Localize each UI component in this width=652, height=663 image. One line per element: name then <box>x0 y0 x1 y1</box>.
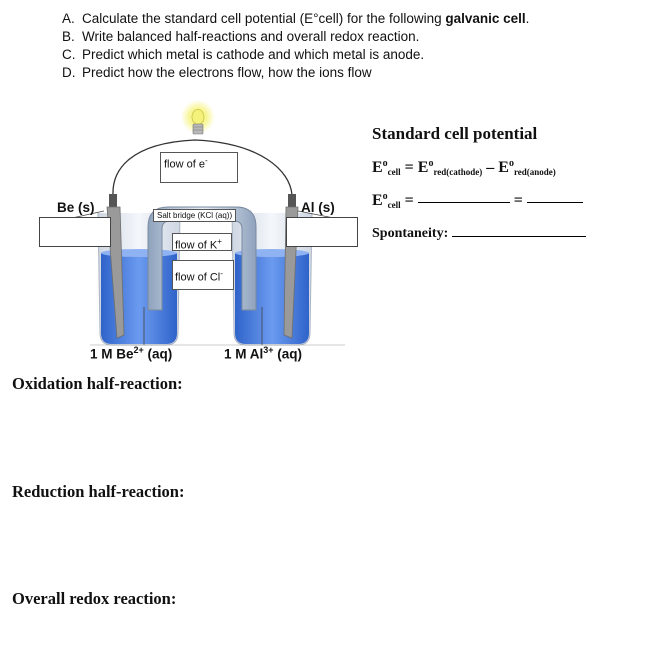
bulb-base <box>192 123 204 135</box>
reduction-heading: Reduction half-reaction: <box>12 482 185 501</box>
cell-potential-calculation: Eocell = = <box>372 191 642 210</box>
right-metal-label: Al (s) <box>301 200 335 215</box>
spontaneity-blank[interactable] <box>452 236 587 237</box>
bulb-icon <box>191 109 205 125</box>
electron-flow-label: flow of e- <box>160 152 238 183</box>
cell-potential-title: Standard cell potential <box>372 124 538 143</box>
substitution-blank[interactable] <box>417 202 510 203</box>
oxidation-heading: Oxidation half-reaction: <box>12 374 183 393</box>
instruction-a: A. Calculate the standard cell potential… <box>62 11 530 26</box>
instruction-d: D. Predict how the electrons flow, how t… <box>62 65 372 80</box>
k-ion-flow-label: flow of K+ <box>172 233 232 252</box>
left-electrode-answer-box[interactable] <box>39 217 111 247</box>
instruction-b: B. Write balanced half-reactions and ove… <box>62 29 420 44</box>
cell-potential-formula: Eocell = Eored(cathode) – Eored(anode) <box>372 158 556 177</box>
left-metal-label: Be (s) <box>57 200 95 215</box>
left-solution-label: 1 M Be2+ (aq) <box>90 345 173 362</box>
galvanic-cell-diagram: flow of e- Salt bridge (KCl (aq)) flow o… <box>0 95 365 370</box>
wire <box>112 139 293 196</box>
cl-ion-flow-label: flow of Cl- <box>172 260 234 290</box>
instructions: A. Calculate the standard cell potential… <box>62 10 529 82</box>
result-blank[interactable] <box>526 202 583 203</box>
left-clip <box>109 194 117 208</box>
overall-heading: Overall redox reaction: <box>12 589 177 608</box>
instruction-c: C. Predict which metal is cathode and wh… <box>62 47 425 62</box>
right-solution-label: 1 M Al3+ (aq) <box>224 345 303 362</box>
salt-bridge-label: Salt bridge (KCl (aq)) <box>153 209 237 222</box>
right-clip <box>288 194 296 208</box>
cell-potential-panel: Standard cell potential Eocell = Eored(c… <box>372 124 642 242</box>
spontaneity-line: Spontaneity: <box>372 226 642 242</box>
left-electrode <box>106 206 125 339</box>
right-electrode-answer-box[interactable] <box>286 217 358 247</box>
